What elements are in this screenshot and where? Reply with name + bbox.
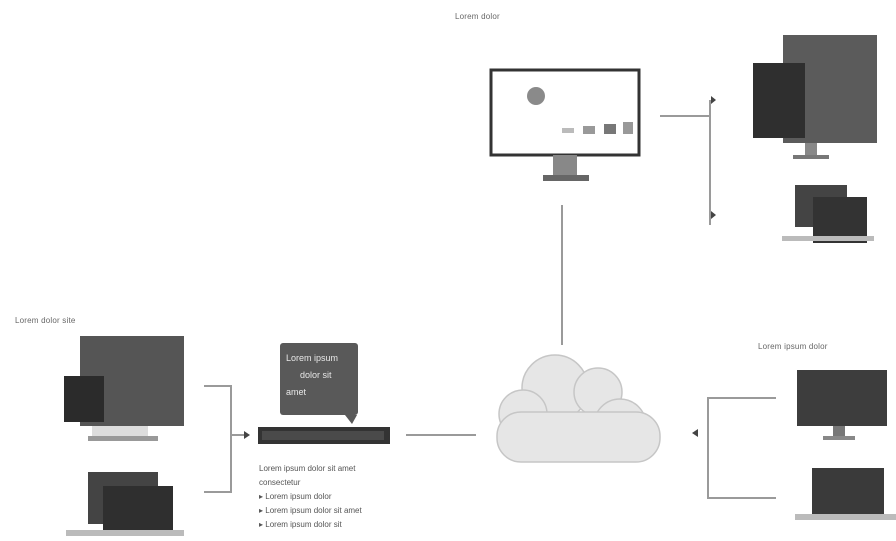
right-laptop-bottom-icon <box>795 468 896 520</box>
speech-bubble-text: Lorem ipsum dolor sit amet <box>286 350 352 401</box>
cloud-icon <box>496 354 661 463</box>
left-laptop-icon <box>66 472 184 536</box>
speech-line-1: Lorem ipsum <box>286 353 339 363</box>
speech-bubble-icon <box>280 343 358 424</box>
server-bullet-text: Lorem ipsum dolor sit amet <box>265 506 362 515</box>
top-right-connector <box>660 96 716 225</box>
speech-line-2: dolor sit <box>300 370 332 380</box>
top-monitor-icon <box>489 68 641 181</box>
server-bar-icon <box>258 427 390 444</box>
top-label: Lorem dolor <box>455 12 500 21</box>
server-bullet: ▸ Lorem ipsum dolor sit amet <box>259 506 362 515</box>
server-caption-2: consectetur <box>259 478 301 487</box>
server-bullet: ▸ Lorem ipsum dolor <box>259 492 332 501</box>
server-bullet-text: Lorem ipsum dolor <box>265 492 332 501</box>
server-caption-1: Lorem ipsum dolor sit amet <box>259 464 356 473</box>
server-bullet: ▸ Lorem ipsum dolor sit <box>259 520 342 529</box>
left-monitor-icon <box>64 336 184 441</box>
right-label: Lorem ipsum dolor <box>758 342 828 351</box>
server-bullet-text: Lorem ipsum dolor sit <box>265 520 342 529</box>
right-laptop-top-icon <box>782 185 874 243</box>
speech-line-3: amet <box>286 387 307 397</box>
server-caption: Lorem ipsum dolor sit amet consectetur ▸… <box>259 462 409 532</box>
right-bracket-connector <box>692 397 776 499</box>
left-bracket-connector <box>204 385 250 493</box>
left-label: Lorem dolor site <box>15 316 76 325</box>
right-monitor-bottom-icon <box>797 370 887 440</box>
right-monitor-top-icon <box>753 35 877 159</box>
